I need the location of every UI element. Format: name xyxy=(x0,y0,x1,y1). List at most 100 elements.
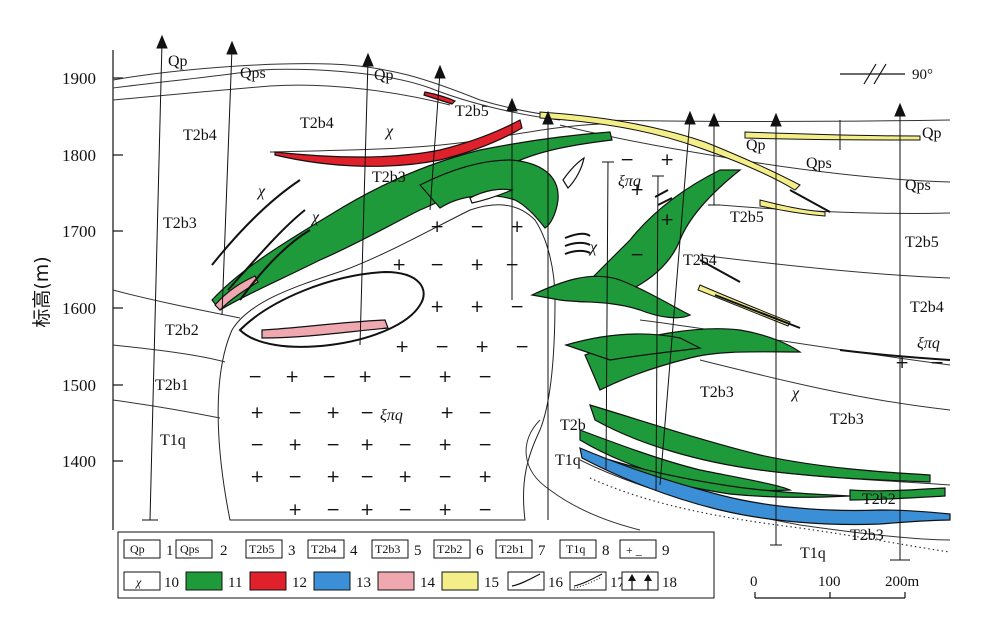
legend-num-18: 18 xyxy=(662,575,677,591)
svg-text:+: + xyxy=(660,150,674,170)
legend-sym-1: Qp xyxy=(130,542,145,556)
label-t2b3-2: T2b3 xyxy=(163,215,197,232)
dotted-contact xyxy=(589,477,951,553)
scale-bar: 0 100 200m xyxy=(750,574,920,599)
label-t2b3-1: T2b3 xyxy=(372,169,406,186)
legend-sym-4: T2b4 xyxy=(311,542,336,556)
svg-text:−: − xyxy=(470,217,484,237)
svg-text:+: + xyxy=(510,217,524,237)
label-chi-4: χ xyxy=(588,239,598,256)
svg-text:+: + xyxy=(360,435,374,455)
svg-text:−: − xyxy=(630,245,644,265)
y-tick-1500: 1500 xyxy=(62,376,96,395)
svg-text:+: + xyxy=(326,467,340,487)
legend-sym-3: T2b5 xyxy=(249,542,274,556)
legend-swatch-red xyxy=(249,571,287,591)
label-t2b4-3: T2b4 xyxy=(683,252,717,269)
legend-num-5: 5 xyxy=(414,543,422,559)
svg-text:−: − xyxy=(248,367,262,387)
legend-swatch-blue xyxy=(313,571,351,591)
svg-text:−: − xyxy=(478,435,492,455)
legend-num-11: 11 xyxy=(228,575,242,591)
scale-tick-200: 200m xyxy=(885,574,920,590)
scale-tick-0: 0 xyxy=(750,574,758,590)
label-t2b3-3: T2b3 xyxy=(700,384,734,401)
svg-text:−: − xyxy=(435,337,449,357)
legend-sym-9: + _ xyxy=(626,543,643,557)
legend-swatch-pink xyxy=(377,571,415,591)
label-qps-1: Qps xyxy=(240,65,266,82)
label-t2b: T2b xyxy=(560,417,586,434)
blue-orebody xyxy=(579,447,951,526)
legend-sym-8: T1q xyxy=(566,542,585,556)
legend-sym-2: Qps xyxy=(180,542,200,556)
dip-indicator: 90° xyxy=(840,63,933,85)
svg-text:−: − xyxy=(250,435,264,455)
legend-sym-5: T2b3 xyxy=(375,542,400,556)
legend-num-7: 7 xyxy=(538,543,546,559)
svg-text:+: + xyxy=(470,255,484,275)
svg-text:−: − xyxy=(288,467,302,487)
label-qp-4: Qp xyxy=(746,137,766,154)
label-chi-1: χ xyxy=(384,123,394,140)
svg-text:+: + xyxy=(358,367,372,387)
intrusion-texture: +−+ +−+− ++− +−+− −+−+−+− +−+−+− −+−+−+−… xyxy=(248,150,944,520)
svg-text:+: + xyxy=(440,403,454,423)
legend-num-2: 2 xyxy=(220,543,228,559)
label-t2b3-5: T2b3 xyxy=(850,527,884,544)
legend-num-13: 13 xyxy=(356,575,371,591)
svg-text:−: − xyxy=(398,500,412,520)
label-t2b5-1: T2b5 xyxy=(455,103,489,120)
boreholes xyxy=(142,34,910,561)
svg-text:+: + xyxy=(430,217,444,237)
label-t1q-2: T1q xyxy=(555,452,581,469)
label-qp-1: Qp xyxy=(168,53,188,70)
svg-text:−: − xyxy=(398,367,412,387)
svg-text:−: − xyxy=(322,367,336,387)
svg-text:+: + xyxy=(438,435,452,455)
contact-lines xyxy=(112,63,951,541)
label-xipiq-1: ξπq xyxy=(380,407,403,424)
dike-lines xyxy=(211,179,951,361)
svg-text:+: + xyxy=(430,297,444,317)
label-t2b5-3: T2b5 xyxy=(905,234,939,251)
label-xipiq-3: ξπq xyxy=(917,335,940,352)
label-t2b2: T2b2 xyxy=(165,322,199,339)
legend-swatch-green xyxy=(185,571,223,591)
svg-text:+: + xyxy=(438,367,452,387)
legend-num-14: 14 xyxy=(420,575,436,591)
svg-text:+: + xyxy=(478,467,492,487)
legend-num-10: 10 xyxy=(164,575,179,591)
svg-text:+: + xyxy=(360,500,374,520)
legend-num-9: 9 xyxy=(662,543,670,559)
label-t2b3-4: T2b3 xyxy=(830,411,864,428)
svg-text:+: + xyxy=(660,210,674,230)
svg-text:−: − xyxy=(288,403,302,423)
label-t1q-3: T1q xyxy=(800,545,826,562)
legend-num-12: 12 xyxy=(292,575,307,591)
legend-num-16: 16 xyxy=(548,575,564,591)
svg-text:+: + xyxy=(438,500,452,520)
label-qps-3: Qps xyxy=(905,177,931,194)
svg-text:−: − xyxy=(360,467,374,487)
svg-text:−: − xyxy=(478,367,492,387)
legend-num-3: 3 xyxy=(288,543,296,559)
svg-text:+: + xyxy=(895,353,909,373)
svg-text:−: − xyxy=(478,403,492,423)
svg-text:+: + xyxy=(470,297,484,317)
svg-text:−: − xyxy=(430,255,444,275)
svg-text:−: − xyxy=(438,467,452,487)
legend-num-4: 4 xyxy=(350,543,358,559)
label-t2b2-2: T2b2 xyxy=(862,491,896,508)
svg-text:+: + xyxy=(630,180,644,200)
red-orebodies xyxy=(274,91,523,167)
svg-text:+: + xyxy=(475,337,489,357)
svg-text:−: − xyxy=(930,353,944,373)
small-lens xyxy=(238,156,585,348)
svg-text:−: − xyxy=(398,435,412,455)
legend-sym-6: T2b2 xyxy=(437,542,462,556)
legend-sym-7: T2b1 xyxy=(499,542,524,556)
y-tick-1900: 1900 xyxy=(62,69,96,88)
